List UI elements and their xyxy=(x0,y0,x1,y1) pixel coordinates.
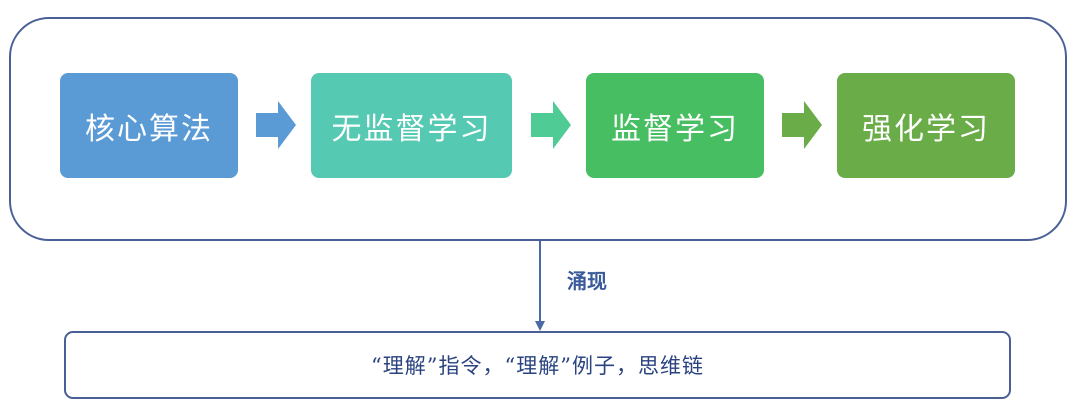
arrow-3-shape xyxy=(782,101,822,149)
emergence-label: 涌现 xyxy=(567,269,607,293)
emergent-abilities-box: “理解”指令，“理解”例子，思维链 xyxy=(64,331,1011,399)
emergent-abilities-text: “理解”指令，“理解”例子，思维链 xyxy=(371,354,704,378)
stage-reinforcement-learning: 强化学习 xyxy=(837,73,1015,178)
stage-supervised-learning: 监督学习 xyxy=(586,73,764,178)
stage-unsupervised-learning-label: 无监督学习 xyxy=(331,111,492,147)
stage-reinforcement-learning-label: 强化学习 xyxy=(862,111,990,147)
arrow-right-icon xyxy=(531,101,571,149)
stage-core-algorithm: 核心算法 xyxy=(60,73,238,178)
arrow-2-shape xyxy=(531,101,571,149)
arrow-right-icon xyxy=(782,101,822,149)
connector-head xyxy=(535,321,545,331)
stage-supervised-learning-label: 监督学习 xyxy=(611,111,739,147)
stage-core-algorithm-label: 核心算法 xyxy=(85,111,213,147)
pipeline-frame xyxy=(9,17,1067,241)
down-arrow-icon xyxy=(535,241,545,331)
stage-unsupervised-learning: 无监督学习 xyxy=(311,73,512,178)
arrow-right-icon xyxy=(256,101,296,149)
arrow-1-shape xyxy=(256,101,296,149)
